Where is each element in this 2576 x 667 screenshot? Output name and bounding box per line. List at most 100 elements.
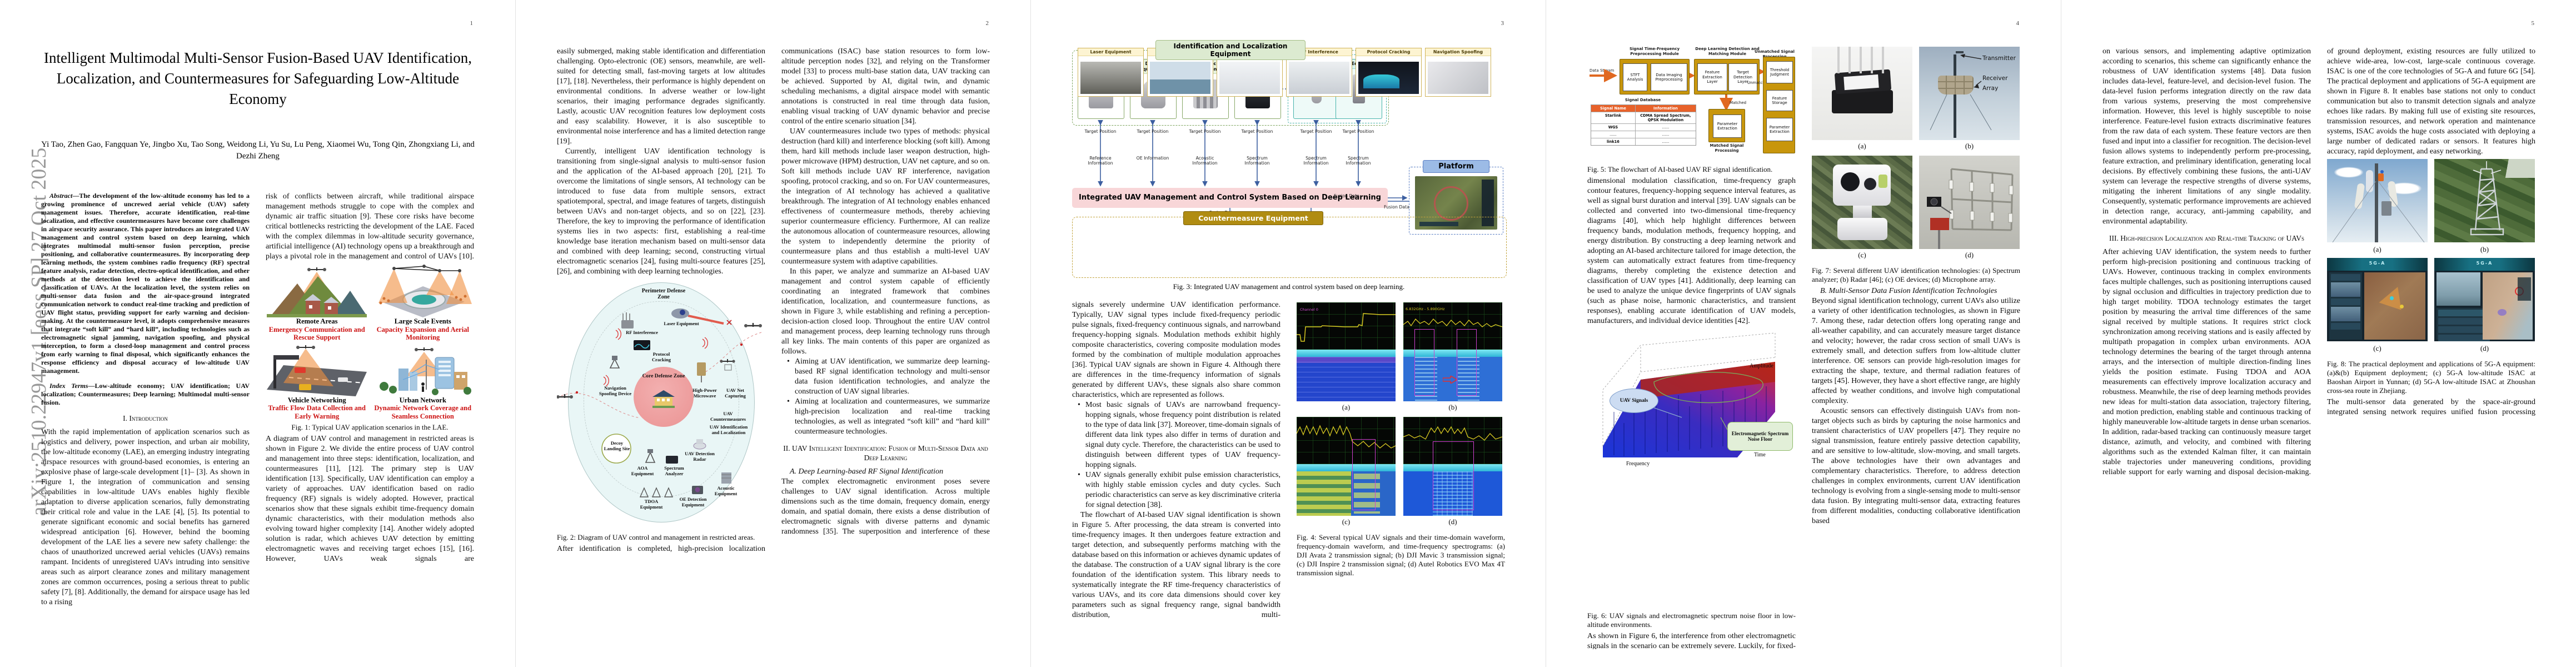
fig4-panel-label: (b)	[1448, 403, 1457, 411]
figure-1: Remote Areas Emergency Communication and…	[266, 264, 474, 432]
fig8-panel-label: (b)	[2480, 245, 2489, 253]
parameter-extraction-box: Parameter Extraction	[1766, 118, 1793, 141]
paragraph: risk of conflicts between aircraft, whil…	[266, 192, 474, 261]
oe-laser-window	[1879, 175, 1887, 188]
figure-8: (a) (b) 5G-A	[2327, 159, 2535, 395]
zone-blob	[2498, 309, 2507, 316]
cell: link16	[1591, 138, 1636, 145]
trace-c	[1297, 425, 1396, 449]
waterfall-lines	[1297, 356, 1396, 401]
fig2-label: Spectrum Analyzer	[664, 465, 684, 476]
paragraph: In this paper, we analyze and summarize …	[781, 267, 990, 356]
cell: WGS	[1591, 124, 1636, 131]
fig6-uav-signals-label: UAV Signals	[1610, 389, 1658, 413]
ui-table-row	[2438, 335, 2490, 341]
figure-5: Signal Time-Frequency Preprocessing Modu…	[1587, 47, 1796, 174]
cm-label: Protocol Cracking	[1356, 48, 1421, 56]
coverage-sector	[2379, 287, 2411, 318]
fig8-panel-label: (c)	[2373, 344, 2381, 352]
col-information: Information	[1653, 106, 1678, 111]
antenna	[1882, 47, 1884, 73]
abstract: Abstract—The development of the low-alti…	[41, 192, 250, 375]
section-2-heading: II. UAV Intelligent Identification: Fusi…	[783, 444, 988, 462]
page-5: 5 on various sensors, and implementing a…	[2061, 0, 2576, 667]
river	[2496, 159, 2535, 178]
arrow-label: Acoustic Information	[1192, 156, 1218, 166]
page-number: 4	[2016, 20, 2020, 27]
paragraph: Currently, intelligent UAV identificatio…	[557, 147, 765, 276]
fig1-quadrant-subtitle: Emergency Communication and Rescue Suppo…	[268, 325, 365, 342]
paragraph: After identification is completed, high-…	[557, 545, 765, 553]
ui-video-panel	[2436, 272, 2481, 306]
vehicle-networking-illustration	[267, 345, 367, 396]
ui-table-row	[2438, 318, 2490, 325]
fig2-inner-boundary	[584, 301, 739, 497]
fig2-label: UAV Net Capturing	[725, 387, 746, 399]
index-terms-label: Index Terms	[49, 382, 88, 390]
waterfall-band	[1297, 464, 1396, 471]
fig2-label-perimeter: Perimeter Defense Zone	[641, 288, 686, 300]
fig8-screenshot-zhoushan: 5G-A	[2434, 258, 2535, 341]
highlight-box	[1414, 329, 1434, 396]
p3-left-column: signals severely undermine UAV identific…	[1072, 300, 1280, 648]
guy-wires	[2332, 181, 2425, 242]
fig1-quadrant-vehicle-networking: Vehicle Networking Traffic Flow Data Col…	[266, 343, 368, 421]
radar-mast	[1954, 54, 1956, 138]
ui-panel-row	[2330, 273, 2361, 281]
fig6-caption: Fig. 6: UAV signals and electromagnetic …	[1587, 611, 1796, 629]
matched-label: Matched	[1730, 101, 1747, 105]
fig6-noise-floor-label: Electromagnetic Spectrum Noise Floor	[1727, 422, 1793, 451]
hop-column	[1415, 356, 1437, 401]
signal-characteristic-bullet: Most basic signals of UAVs are narrowban…	[1072, 400, 1280, 470]
fig3-countermeasure-container	[1072, 217, 1507, 278]
paragraph: After achieving UAV identification, the …	[2102, 248, 2311, 476]
table-row: WGS......	[1591, 123, 1696, 131]
fusion-data-label: Fusion Data	[1383, 205, 1410, 210]
spectrum-trace-area: Channel 0	[1297, 302, 1396, 350]
fig3-central-system-bar: Integrated UAV Management and Control Sy…	[1072, 188, 1388, 208]
fig8-caption: Fig. 8: The practical deployment and app…	[2327, 360, 2535, 395]
oe-main-lens	[1841, 172, 1860, 191]
fusion-data-label: Fusion Data	[1333, 193, 1360, 198]
p3-right-column: Channel 0 (a)	[1297, 300, 1505, 648]
cell: ......	[1591, 131, 1636, 138]
ui-map-area	[2482, 272, 2533, 340]
section-3-heading: III. High-precision Localization and Rea…	[2109, 234, 2304, 242]
paragraph: Beyond signal identification technology,…	[1812, 297, 2020, 405]
fig1-quadrant-title: Remote Areas	[296, 317, 338, 325]
arrow-label: Spectrum Information	[1244, 156, 1270, 166]
figure-3: Identification and Localization Equipmen…	[1072, 40, 1507, 278]
transmitter-arm	[1956, 51, 1964, 53]
arrow-label: Target Position	[1084, 129, 1117, 134]
oe-base	[1837, 218, 1887, 240]
cell: CDMA Spread Spectrum, QPSK Modulation	[1640, 113, 1691, 122]
cm-label: Laser Equipment	[1078, 48, 1143, 56]
urban-network-illustration	[379, 347, 471, 395]
paragraph: UAV countermeasures include two types of…	[781, 127, 990, 266]
cm-label: Navigation Spoofing	[1426, 48, 1491, 56]
analyzer-case	[1832, 90, 1893, 113]
lattice-tower	[2470, 161, 2504, 236]
fig4-spectrogram-a: Channel 0	[1297, 302, 1396, 401]
cell: ......	[1662, 140, 1670, 144]
p4-left-column: Signal Time-Frequency Preprocessing Modu…	[1587, 44, 1796, 649]
paragraph: easily submerged, making stable identifi…	[557, 47, 765, 146]
fig3-identification-title: Identification and Localization Equipmen…	[1155, 40, 1306, 60]
fig1-quadrant-urban-network: Urban Network Dynamic Network Coverage a…	[372, 343, 475, 421]
tower-mast	[2375, 163, 2378, 242]
spectrum-trace-area: 6.832GHz - 5.890GHz	[1403, 302, 1502, 350]
fig2-label: Decoy Landing Site	[604, 440, 630, 451]
hpm-destruction-photo	[1150, 62, 1210, 94]
fig1-quadrant-remote-areas: Remote Areas Emergency Communication and…	[266, 264, 368, 342]
cell: ......	[1662, 132, 1670, 137]
paragraph: dimensional modulation classification, t…	[1587, 177, 1796, 325]
p5-right-column: of ground deployment, existing resources…	[2327, 47, 2535, 649]
arrow-label: Target Position	[1241, 129, 1273, 134]
fig7-caption: Fig. 7: Several different UAV identifica…	[1812, 266, 2020, 283]
page-number: 1	[470, 20, 474, 27]
p2-left-column: easily submerged, making stable identifi…	[557, 47, 765, 649]
figure-2: Perimeter Defense Zone RF Interference P…	[557, 279, 765, 542]
fig2-label: High-Power Microwave	[692, 387, 717, 399]
fig1-quadrant-title: Large Scale Events	[394, 317, 451, 325]
fig2-label: Laser Equipment	[664, 321, 699, 326]
